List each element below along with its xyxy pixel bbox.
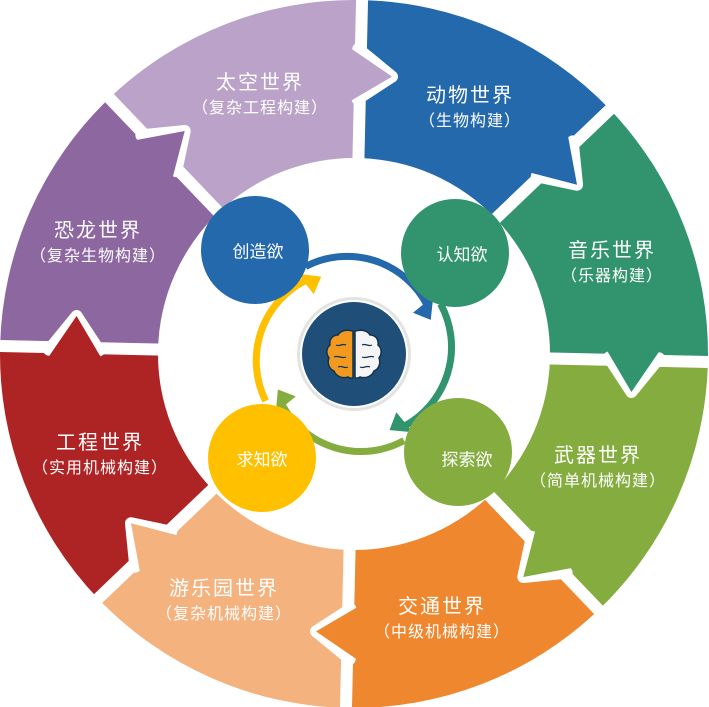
world-animal: 动物世界 （生物构建） [419,81,521,133]
world-subtitle: （复杂机械构建） [155,604,293,623]
tab-traffic [315,605,361,662]
world-subtitle: （简单机械构建） [529,471,667,490]
world-title: 交通世界 [397,594,486,618]
world-title: 恐龙世界 [53,218,142,242]
world-subtitle: （复杂工程构建） [191,98,329,117]
drive-cognize: 认知欲 [436,245,488,266]
world-title: 太空世界 [215,70,304,94]
world-title: 武器世界 [553,443,642,467]
drive-circle-explore [404,398,512,506]
world-subtitle: （复杂生物构建） [29,246,167,265]
segment-tabs [43,43,665,665]
tab-space [347,46,393,103]
tab-dinosaur [131,130,185,180]
drive-circle-cognize [401,199,509,307]
world-title: 工程世界 [55,430,144,454]
drive-circle-seek [208,404,316,512]
drive-explore: 探索欲 [441,450,493,471]
world-dinosaur: 恐龙世界 （复杂生物构建） [30,216,166,268]
world-space: 太空世界 （复杂工程构建） [192,68,328,120]
world-subtitle: （乐器构建） [560,266,664,285]
tab-engineering [46,315,103,361]
world-title: 动物世界 [425,83,514,107]
world-music: 音乐世界 （乐器构建） [561,236,663,288]
arrowhead-icon [297,273,322,295]
drive-circle-create [201,196,309,304]
world-title: 游乐园世界 [168,576,279,600]
tab-weapon [523,528,577,578]
arrowhead-icon [389,412,413,433]
world-engineering: 工程世界 （实用机械构建） [32,428,168,480]
world-title: 音乐世界 [567,238,656,262]
world-subtitle: （中级机械构建） [373,622,511,641]
tab-music [605,347,662,393]
drive-circles [201,196,512,512]
arrowhead-icon [412,296,434,320]
center-hub [297,297,411,411]
tab-animal [528,131,578,185]
drive-create: 创造欲 [232,242,284,263]
drive-seek: 求知欲 [236,450,288,471]
arrowhead-icon [275,389,296,413]
world-traffic: 交通世界 （中级机械构建） [374,592,510,644]
world-weapon: 武器世界 （简单机械构建） [530,441,666,493]
center-circle [302,302,406,406]
tab-amusement [130,523,180,577]
world-amusement: 游乐园世界 （复杂机械构建） [156,574,292,626]
world-subtitle: （生物构建） [418,111,522,130]
brain-icon [326,329,382,379]
world-subtitle: （实用机械构建） [31,458,169,477]
